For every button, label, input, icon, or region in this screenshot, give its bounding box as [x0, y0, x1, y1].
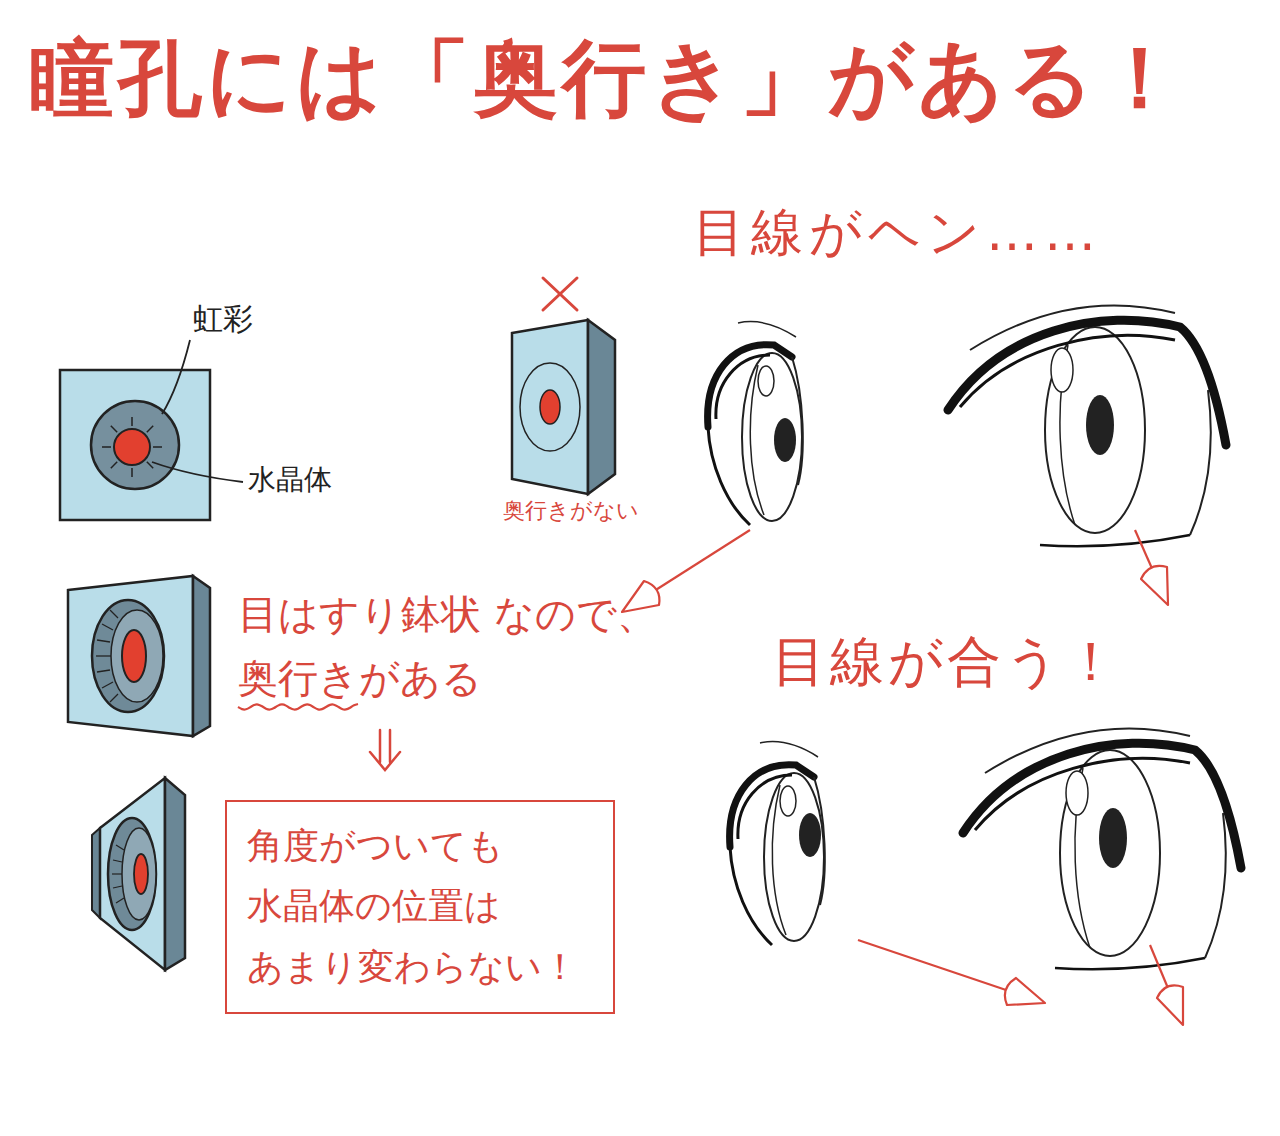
eye-block-front-part	[60, 370, 210, 520]
eye-drawing-part	[730, 742, 825, 945]
note-label: 目はすり鉢状 なので、奥行きがある	[238, 582, 662, 710]
eye-block-front-part	[91, 401, 179, 489]
eye-block-oblique-part	[134, 854, 148, 894]
box-text: 角度がついても 水晶体の位置は あまり変わらない！	[247, 816, 593, 997]
eye-block-flat-part	[512, 320, 588, 494]
eye-drawing-part	[1051, 348, 1073, 392]
eye-block-angled-part-part	[96, 655, 111, 656]
heading-label: 目線が合う！	[772, 628, 1122, 696]
eye-block-front-part-part	[131, 417, 133, 426]
eye-block-front-part-part	[111, 426, 117, 432]
eye-block-angled-part-part	[102, 624, 113, 630]
decoration	[238, 704, 358, 710]
eye-drawing-part	[963, 728, 1241, 969]
gaze-arrow-part	[651, 530, 750, 593]
eye-drawing-part	[758, 366, 774, 396]
eye-block-oblique-part	[108, 818, 156, 930]
eye-block-angled-part-part	[102, 682, 113, 688]
note-label: 奥行きがない	[503, 497, 639, 525]
eye-block-front-part-part	[147, 426, 153, 432]
eye-block-angled-part	[68, 576, 193, 736]
eye-drawing-part	[948, 305, 1226, 546]
eye-block-flat	[512, 320, 615, 494]
eye-block-oblique-part	[165, 778, 185, 970]
eye-drawing-part	[1086, 395, 1114, 455]
gaze-arrow	[622, 530, 1183, 1025]
eye-block-oblique-part-part	[112, 873, 122, 874]
eye-drawing-part	[1066, 771, 1088, 815]
eye-block-angled-part	[96, 610, 118, 702]
gaze-arrow-part	[1141, 566, 1168, 605]
cross-mark	[543, 278, 577, 310]
cross-mark-part	[543, 278, 577, 310]
down-arrow-part	[379, 730, 382, 762]
down-arrow-part	[389, 730, 392, 762]
eye-drawing-part	[774, 418, 796, 462]
eye-block-front-part-part	[111, 462, 117, 468]
eye-block-flat-part	[588, 320, 615, 494]
eye-block-angled-part-part	[97, 640, 110, 642]
leader-line-part	[162, 340, 190, 414]
note-box: 角度がついても 水晶体の位置は あまり変わらない！	[225, 800, 615, 1014]
eye-block-front-part	[114, 429, 150, 465]
eye-block-oblique	[92, 778, 185, 970]
leader-line	[152, 340, 243, 482]
eye-drawing-part	[708, 322, 803, 525]
eye-block-angled-part	[193, 576, 210, 736]
down-arrow-part	[370, 752, 400, 770]
title: 瞳孔には「奥行き」がある！	[30, 28, 1186, 129]
leader-line-part	[152, 462, 243, 482]
heading-label: 目線がヘン……	[693, 200, 1102, 265]
wavy-underline	[238, 704, 358, 710]
eye-block-oblique-part	[112, 845, 124, 903]
eye-block-angled-part-part	[110, 694, 118, 702]
eye-block-angled-part-part	[97, 670, 110, 672]
eye-block-front-part-part	[131, 468, 133, 477]
eye-block-flat-part	[520, 363, 580, 451]
part-label: 虹彩	[193, 300, 253, 338]
eye-block-oblique-part-part	[116, 898, 124, 903]
eye-block-oblique-part	[100, 778, 165, 970]
eye-block-oblique-part-part	[116, 845, 124, 850]
eye-drawing-part	[780, 786, 796, 816]
eye-block-front	[60, 370, 210, 520]
eye-drawing-part	[799, 813, 821, 857]
eye-block-angled	[68, 576, 210, 736]
cross-mark-part	[543, 278, 577, 310]
eye-block-oblique-part-part	[113, 886, 122, 888]
eye-block-front-part-part	[102, 446, 111, 448]
gaze-arrow-part	[858, 940, 1012, 992]
eye-block-front-part	[102, 417, 162, 477]
eye-block-front-part-part	[153, 446, 162, 448]
eye-drawing-part	[1099, 808, 1127, 868]
gaze-arrow-part	[1157, 985, 1183, 1025]
eye-block-flat-part	[540, 390, 560, 424]
eye-block-angled-part	[92, 600, 164, 712]
eye-block-oblique-part	[122, 828, 156, 920]
down-arrow	[370, 730, 400, 770]
eye-block-angled-part	[111, 610, 163, 702]
eye-drawing	[708, 305, 1241, 969]
gaze-arrow-part	[1005, 978, 1045, 1005]
eye-block-angled-part	[122, 630, 146, 682]
eye-block-oblique-part-part	[113, 860, 122, 862]
eye-block-angled-part-part	[110, 610, 118, 618]
part-label: 水晶体	[248, 462, 332, 497]
